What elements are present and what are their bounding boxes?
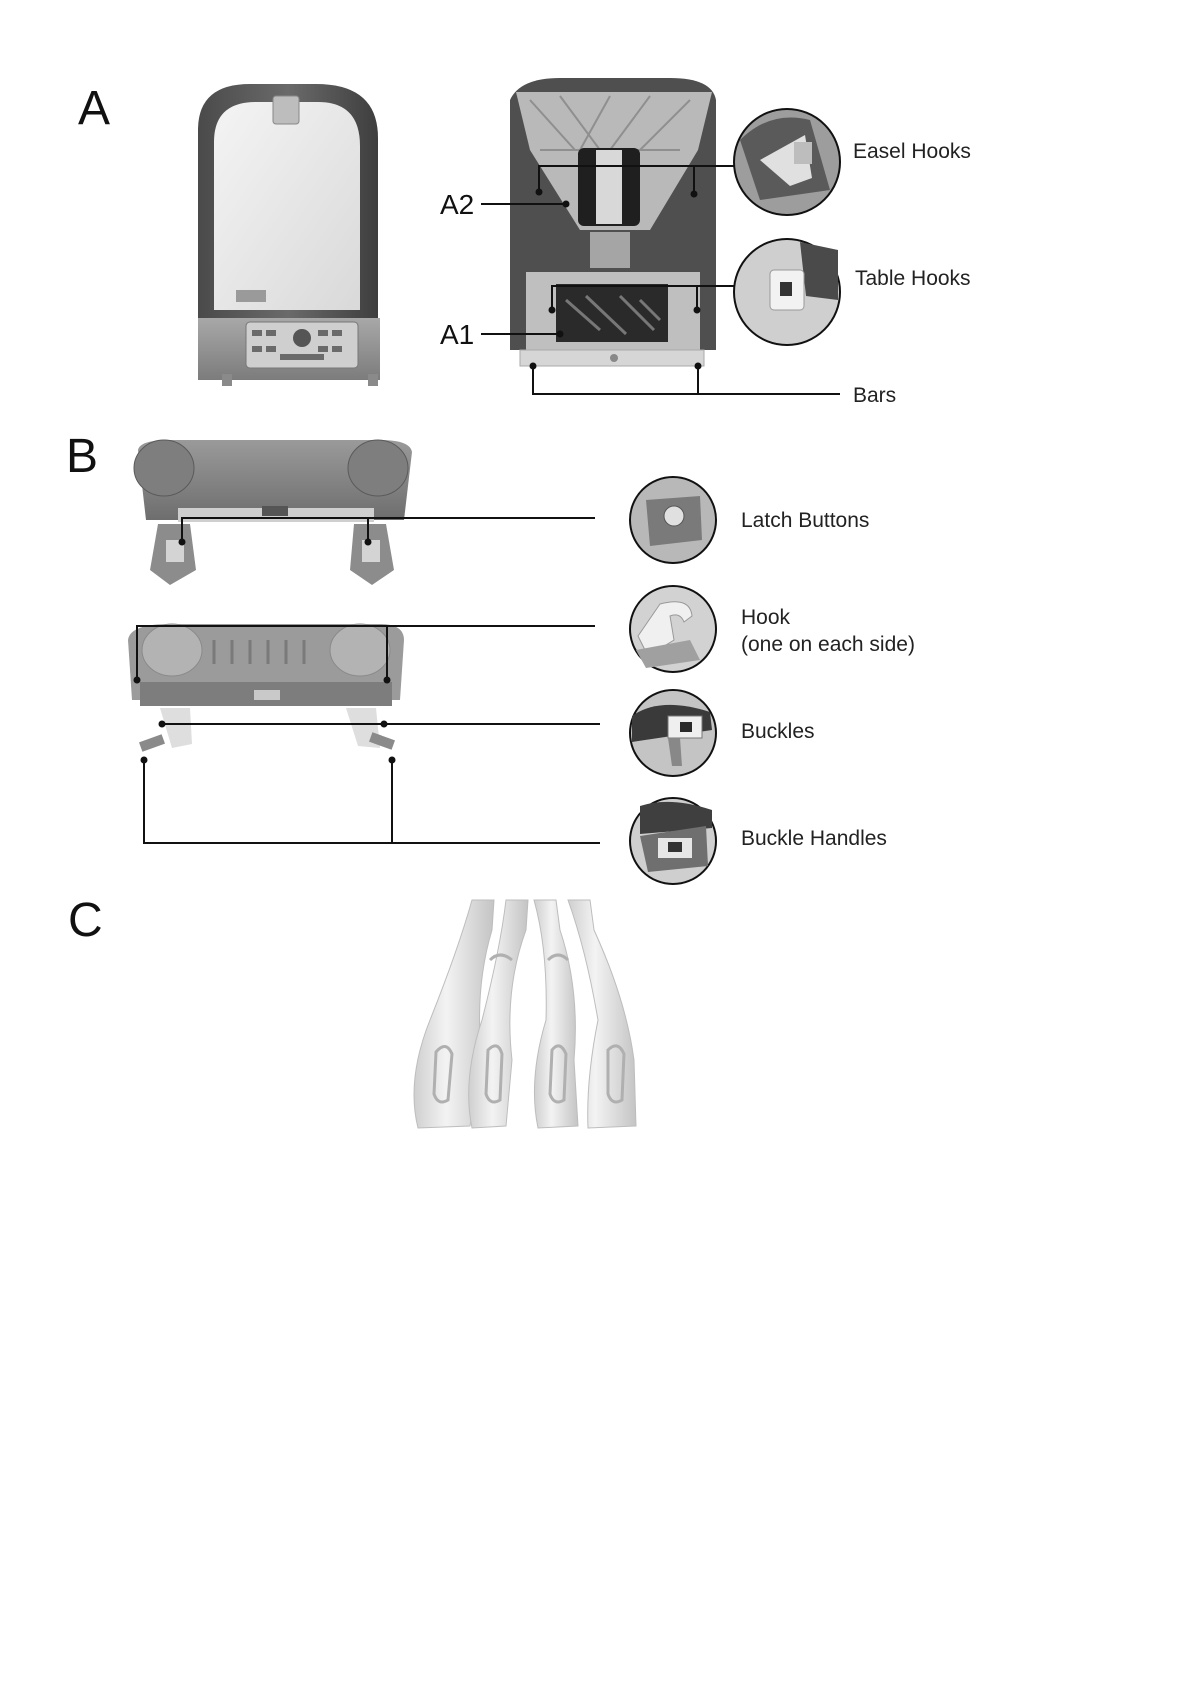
tray-top-view-image [134,440,412,585]
buckles-detail-image [630,690,716,776]
callout-buckle-handles: Buckle Handles [741,827,887,850]
callout-bars: Bars [853,384,896,407]
buckle-handles-detail-image [630,798,716,884]
section-a-letter: A [78,82,110,135]
tray-bottom-view-image [128,624,404,752]
callout-table-hooks: Table Hooks [855,267,971,290]
callout-hook-note: (one on each side) [741,633,915,656]
legs-image [414,900,636,1128]
callout-easel-hooks: Easel Hooks [853,140,971,163]
callout-buckles: Buckles [741,720,815,743]
callout-hook: Hook [741,606,791,629]
easel-hooks-detail-image [734,109,840,215]
section-c-letter: C [68,894,103,947]
hook-detail-image [630,586,716,672]
leg [534,900,578,1128]
callout-latch-buttons: Latch Buttons [741,509,869,532]
leg [568,900,636,1128]
section-b-letter: B [66,430,98,483]
table-hooks-detail-image [734,239,840,345]
part-label-a1: A1 [440,319,474,350]
latch-buttons-detail-image [630,477,716,563]
part-label-a2: A2 [440,189,474,220]
easel-board-front-image [198,84,380,386]
easel-board-back-image [510,78,716,366]
